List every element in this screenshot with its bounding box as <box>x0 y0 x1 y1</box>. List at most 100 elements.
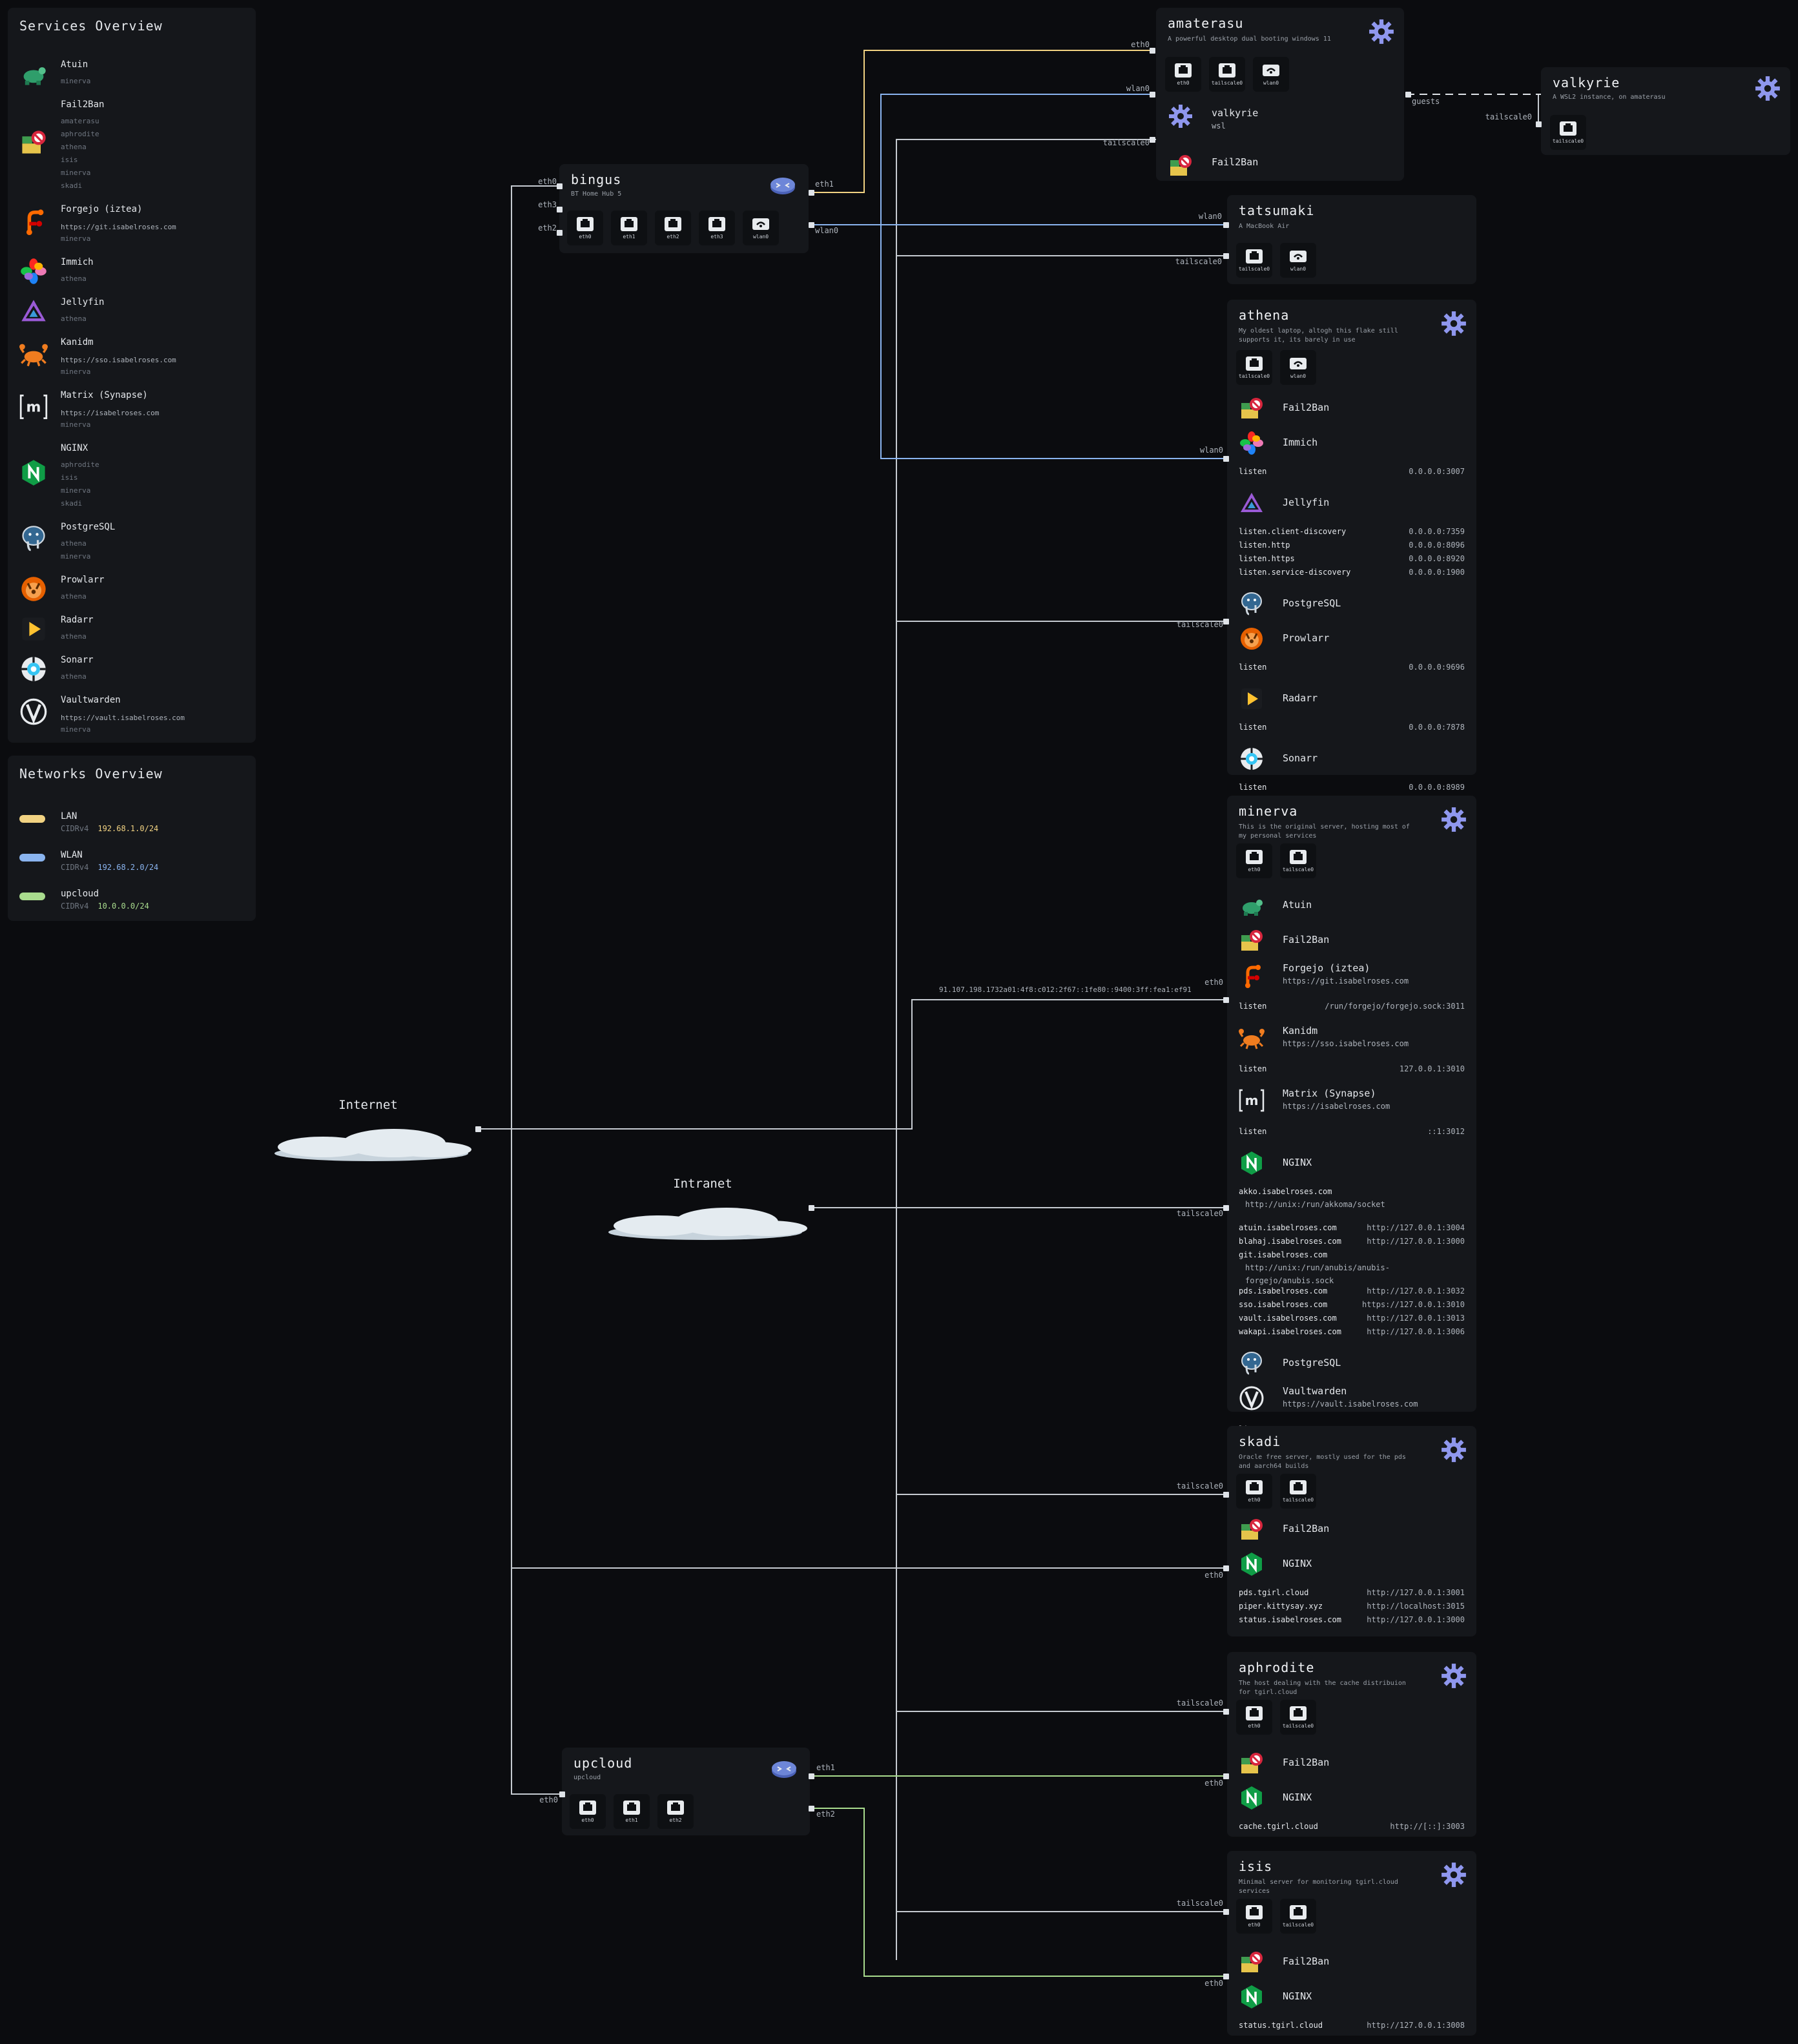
service-url[interactable]: https://sso.isabelroses.com <box>61 356 176 364</box>
interface-tailscale0[interactable]: tailscale0 <box>1236 243 1272 278</box>
service-url[interactable]: https://sso.isabelroses.com <box>1283 1039 1409 1048</box>
service-row[interactable]: Forgejo (iztea)https://git.isabelroses.c… <box>1239 962 1465 993</box>
service-url[interactable]: https://isabelroses.com <box>61 409 160 417</box>
port[interactable] <box>809 1806 814 1812</box>
service-row[interactable]: Radarr <box>1239 686 1465 717</box>
interface-tailscale0[interactable]: tailscale0 <box>1280 1700 1316 1735</box>
port[interactable] <box>1223 1709 1229 1715</box>
service-row[interactable]: Matrix (Synapse)https://isabelroses.com <box>1239 1088 1465 1119</box>
service-row[interactable]: Fail2Ban <box>1239 395 1465 426</box>
interface-wlan0[interactable]: wlan0 <box>743 211 779 245</box>
interface-tailscale0[interactable]: tailscale0 <box>1280 1474 1316 1509</box>
interface-wlan0[interactable]: wlan0 <box>1253 57 1289 92</box>
port[interactable] <box>1223 1565 1229 1571</box>
interface-eth0[interactable]: eth0 <box>1236 1474 1272 1509</box>
interface-eth3[interactable]: eth3 <box>699 211 735 245</box>
service-url[interactable]: https://isabelroses.com <box>1283 1102 1390 1111</box>
interface-eth0[interactable]: eth0 <box>567 211 603 245</box>
port[interactable] <box>557 207 563 212</box>
service-row[interactable]: Jellyfin <box>1239 490 1465 521</box>
service-row[interactable]: PostgreSQL <box>1239 591 1465 622</box>
port[interactable] <box>1223 997 1229 1003</box>
interface-eth0[interactable]: eth0 <box>1165 57 1201 92</box>
interface-eth1[interactable]: eth1 <box>611 211 647 245</box>
interface-wlan0[interactable]: wlan0 <box>1280 243 1316 278</box>
port[interactable] <box>809 1773 814 1779</box>
port[interactable] <box>557 230 563 236</box>
service-item[interactable]: Forgejo (iztea)https://git.isabelroses.c… <box>19 204 252 245</box>
port[interactable] <box>1223 1974 1229 1979</box>
service-url[interactable]: https://vault.isabelroses.com <box>61 714 185 722</box>
service-url[interactable]: https://vault.isabelroses.com <box>1283 1399 1418 1409</box>
port[interactable] <box>1223 222 1229 228</box>
port[interactable] <box>1223 253 1229 259</box>
service-row[interactable]: Fail2Ban <box>1168 152 1392 183</box>
service-url[interactable]: https://git.isabelroses.com <box>61 223 176 231</box>
interface-eth0[interactable]: eth0 <box>570 1794 606 1829</box>
port[interactable] <box>1223 1492 1229 1498</box>
port[interactable] <box>1150 48 1155 54</box>
interface-tailscale0[interactable]: tailscale0 <box>1236 350 1272 385</box>
service-row[interactable]: Fail2Ban <box>1239 1516 1465 1547</box>
port[interactable] <box>809 222 814 228</box>
interface-tailscale0[interactable]: tailscale0 <box>1280 1899 1316 1934</box>
port[interactable] <box>1223 1773 1229 1779</box>
service-row[interactable]: NGINX <box>1239 1551 1465 1582</box>
port[interactable] <box>1150 137 1155 143</box>
service-row[interactable]: NGINX <box>1239 1984 1465 2015</box>
service-row[interactable]: Atuin <box>1239 893 1465 924</box>
port[interactable] <box>559 1791 565 1797</box>
service-row[interactable]: Fail2Ban <box>1239 927 1465 958</box>
service-row[interactable]: PostgreSQL <box>1239 1350 1465 1381</box>
interface-eth2[interactable]: eth2 <box>655 211 691 245</box>
interface-wlan0[interactable]: wlan0 <box>1280 350 1316 385</box>
port[interactable] <box>1223 1205 1229 1211</box>
service-url[interactable]: https://git.isabelroses.com <box>1283 976 1409 986</box>
service-row[interactable]: NGINX <box>1239 1150 1465 1181</box>
guests-port[interactable] <box>1405 92 1411 98</box>
service-row[interactable]: Prowlarr <box>1239 626 1465 657</box>
port[interactable] <box>1150 92 1155 98</box>
internet-port[interactable] <box>475 1126 481 1132</box>
port[interactable] <box>557 183 563 189</box>
service-row[interactable]: Sonarr <box>1239 746 1465 777</box>
interface-tailscale0[interactable]: tailscale0 <box>1280 843 1316 878</box>
service-row[interactable]: Fail2Ban <box>1239 1949 1465 1980</box>
port[interactable] <box>809 190 814 196</box>
interface-label: eth1 <box>623 234 636 240</box>
interface-eth0[interactable]: eth0 <box>1236 1899 1272 1934</box>
intranet-port[interactable] <box>809 1205 814 1211</box>
port[interactable] <box>1223 1909 1229 1915</box>
port[interactable] <box>1536 121 1542 127</box>
interface-tailscale0[interactable]: tailscale0 <box>1550 115 1586 150</box>
interface-eth0[interactable]: eth0 <box>1236 843 1272 878</box>
service-row[interactable]: Fail2Ban <box>1239 1750 1465 1781</box>
port[interactable] <box>1223 619 1229 625</box>
service-row[interactable]: Immich <box>1239 430 1465 461</box>
interface-tailscale0[interactable]: tailscale0 <box>1209 57 1245 92</box>
interface-eth0[interactable]: eth0 <box>1236 1700 1272 1735</box>
service-row[interactable]: NGINX <box>1239 1785 1465 1816</box>
interface-eth1[interactable]: eth1 <box>614 1794 650 1829</box>
port[interactable] <box>1223 456 1229 462</box>
interface-eth2[interactable]: eth2 <box>657 1794 694 1829</box>
